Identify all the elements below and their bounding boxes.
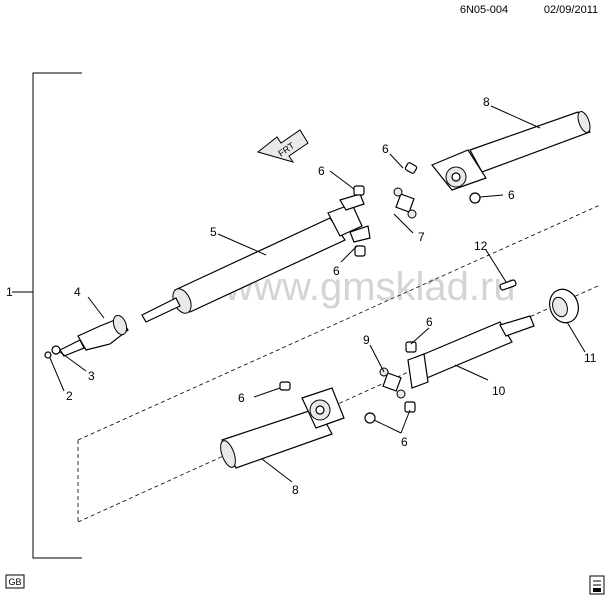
front-direction-arrow: FRT (256, 129, 309, 163)
callout-11: 11 (584, 351, 597, 365)
drawing-header: 6N05-004 02/09/2011 (460, 4, 598, 16)
callout-8-a: 8 (483, 95, 490, 109)
cv-joint (44, 314, 129, 359)
callout-6-g: 6 (401, 435, 408, 449)
callout-4: 4 (74, 285, 81, 299)
rear-shaft-tube-lower (220, 387, 345, 469)
drawing-date: 02/09/2011 (544, 4, 598, 16)
assembly-outline (77, 204, 601, 523)
intermediate-shaft (407, 315, 535, 389)
rear-shaft-tube-upper (431, 111, 591, 191)
leader-lines (49, 105, 586, 483)
callout-6-c: 6 (508, 188, 515, 202)
drawing-id: 6N05-004 (460, 4, 508, 16)
document-icon (589, 575, 605, 595)
callout-10: 10 (492, 384, 506, 398)
callout-7: 7 (418, 230, 425, 244)
region-badge: GB (5, 574, 25, 589)
front-propeller-shaft (141, 193, 371, 323)
callout-6-f: 6 (238, 391, 245, 405)
callout-labels: 1 2 3 4 5 6 6 6 6 6 6 6 7 8 8 9 10 11 12 (6, 95, 597, 497)
callout-8-b: 8 (292, 483, 299, 497)
assembly-bracket (12, 72, 82, 559)
callout-6-a: 6 (318, 164, 325, 178)
fasteners-upper (353, 162, 481, 257)
callout-9: 9 (363, 333, 370, 347)
callout-1: 1 (6, 285, 13, 299)
region-badge-label: GB (8, 577, 21, 587)
flange-bolt (499, 279, 517, 291)
callout-5: 5 (210, 225, 217, 239)
callout-6-d: 6 (333, 264, 340, 278)
callout-2: 2 (66, 389, 73, 403)
callout-6-b: 6 (382, 142, 389, 156)
callout-6-e: 6 (426, 315, 433, 329)
coupling-flange (549, 288, 579, 324)
universal-joint-lower (379, 367, 406, 399)
universal-joint-upper (393, 187, 417, 219)
callout-3: 3 (88, 369, 95, 383)
fasteners-lower (279, 341, 417, 424)
callout-12: 12 (474, 239, 488, 253)
